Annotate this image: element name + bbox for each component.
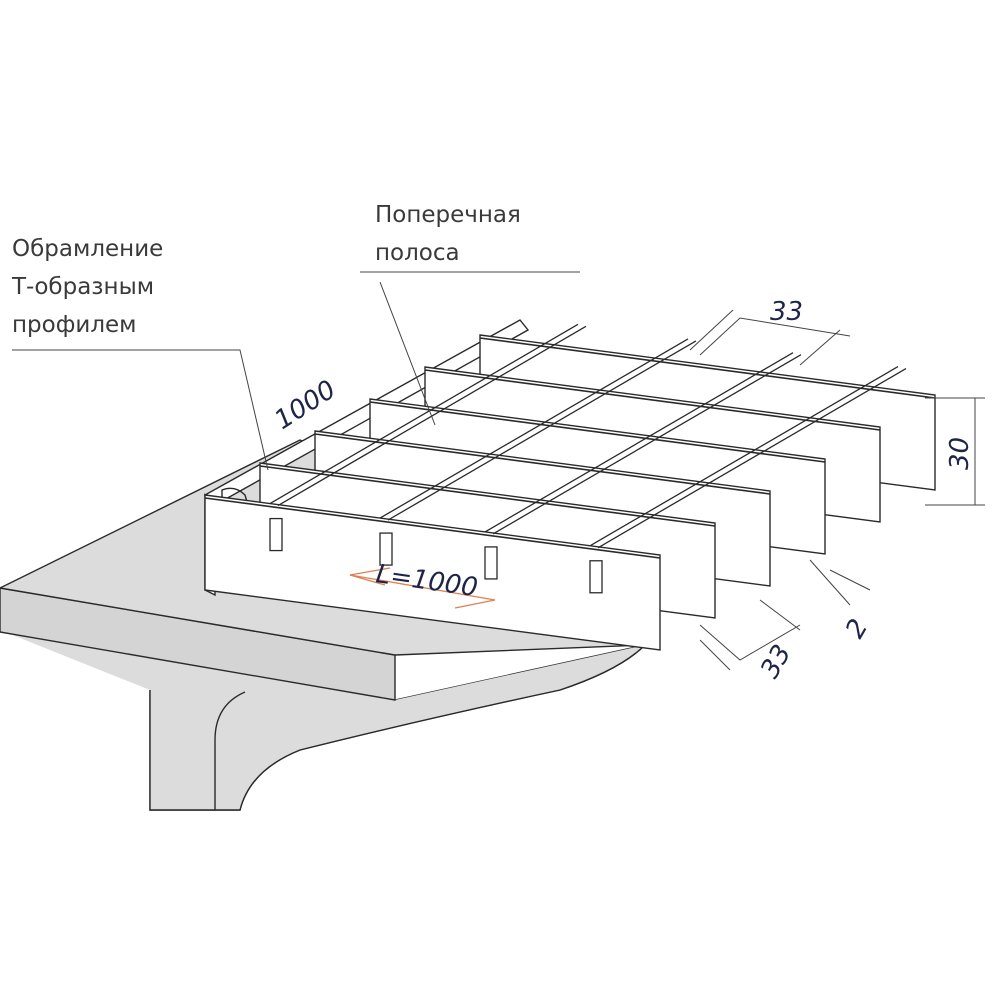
cross-bar	[589, 366, 899, 547]
dimension-lines	[689, 309, 985, 671]
frame-label-line2: Т-образным	[11, 274, 154, 300]
bearing-bar-top	[259, 465, 716, 527]
cross-bar-edge	[492, 354, 802, 535]
leader-lines	[12, 271, 580, 471]
dim-pitch-bottom: 33	[755, 640, 798, 684]
dim-pitch-top: 33	[770, 297, 803, 327]
cross-bar-label-line2: полоса	[375, 240, 460, 266]
cross-bar-edge	[387, 340, 697, 521]
cross-bar-label-line1: Поперечная	[375, 202, 521, 228]
beam-web-fill	[0, 630, 645, 810]
cross-bar-end-tab	[379, 532, 393, 566]
cross-bar-end-tab	[484, 546, 498, 580]
cross-bar-end-tab	[589, 560, 603, 594]
bearing-bar-top	[314, 433, 771, 495]
length-arrow	[349, 567, 496, 609]
bearing-bar-top	[204, 497, 661, 559]
dim-thickness: 2	[840, 614, 874, 643]
cross-bar-end-tab	[269, 517, 283, 552]
bearing-bar-top	[479, 337, 936, 399]
cross-bar	[269, 323, 579, 505]
cross-bar-edge	[597, 368, 907, 549]
bearing-bar-top	[424, 369, 881, 431]
cross-bar	[379, 338, 689, 519]
bearing-bar-top	[369, 401, 826, 463]
dim-height: 30	[945, 437, 975, 470]
frame-label-line1: Обрамление	[12, 236, 163, 262]
bearing-bar	[204, 494, 661, 651]
cross-bars	[269, 323, 907, 594]
cross-bar	[484, 352, 794, 533]
frame-label-line3: профилем	[12, 312, 137, 338]
